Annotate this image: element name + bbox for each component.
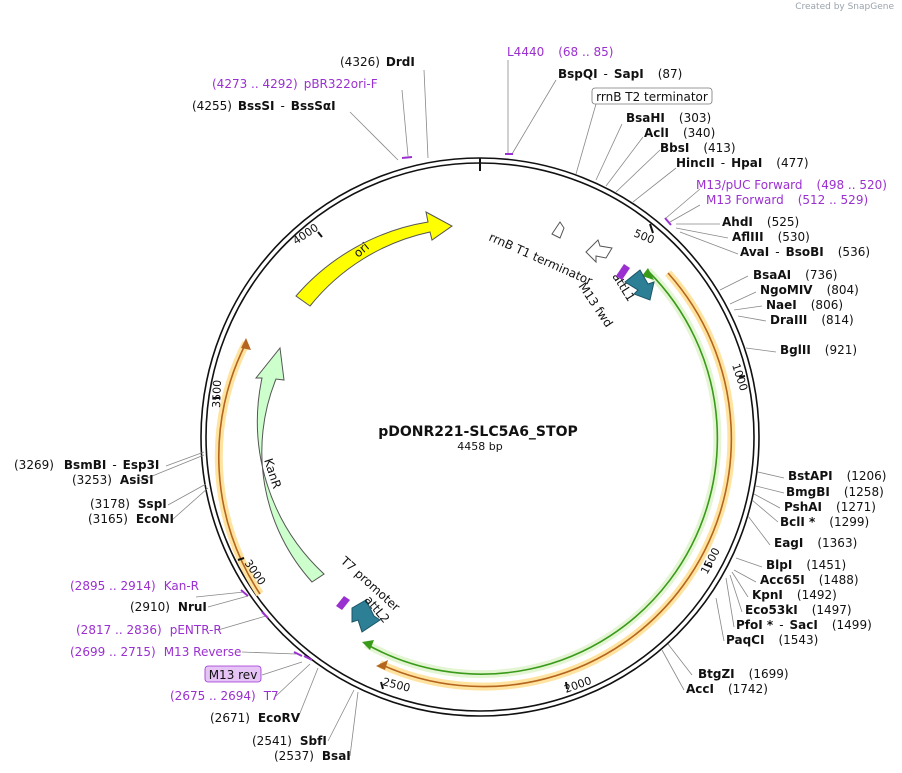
rrnbt1-label: rrnB T1 terminator	[487, 230, 595, 288]
enzyme-bsaai: BsaAI(736)	[753, 268, 837, 282]
enzyme-sspi: (3178)SspI	[90, 497, 167, 511]
primer-t7: (2675 .. 2694)T7	[170, 689, 279, 703]
enzyme-pfoi: PfoI *-SacI(1499)	[736, 618, 872, 632]
leader-lines	[139, 60, 785, 757]
enzyme-bstapi: BstAPI(1206)	[788, 469, 886, 483]
enzyme-ecorv: (2671)EcoRV	[210, 711, 301, 725]
orf-halo-inner	[364, 268, 722, 679]
enzyme-eagi: EagI(1363)	[774, 536, 857, 550]
enzyme-naei: NaeI(806)	[766, 298, 843, 312]
enzyme-bmgbi: BmgBI(1258)	[786, 485, 884, 499]
enzyme-paqci: PaqCI(1543)	[726, 633, 818, 647]
primer-m13-forward: M13 Forward(512 .. 529)	[706, 193, 868, 207]
left-orange-arc	[217, 342, 261, 595]
primer-l4440: L4440(68 .. 85)	[507, 45, 613, 59]
enzyme-bglii: BglII(921)	[780, 343, 857, 357]
enzyme-bspqi: BspQI-SapI(87)	[558, 67, 682, 81]
primer-m13puc-forward: M13/pUC Forward(498 .. 520)	[696, 178, 887, 192]
plasmid-length: 4458 bp	[457, 440, 502, 453]
primer-marks	[240, 153, 672, 661]
enzyme-bsai: (2537)BsaI	[274, 749, 351, 763]
enzyme-pshai: PshAI(1271)	[784, 500, 876, 514]
enzyme-bbsi: BbsI(413)	[660, 141, 736, 155]
enzyme-sbfi: (2541)SbfI	[252, 734, 327, 748]
enzyme-acci: AccI(1742)	[686, 682, 768, 696]
plasmid-name: pDONR221-SLC5A6_STOP	[378, 424, 577, 440]
tick-1000: 1000	[729, 362, 750, 393]
snapgene-watermark: Created by SnapGene	[795, 2, 894, 12]
left-orange-head	[241, 338, 251, 350]
enzyme-asisi: (3253)AsiSI	[72, 473, 154, 487]
orf-green-head	[642, 268, 654, 280]
tick-3500: 3500	[210, 380, 224, 408]
ticks	[213, 223, 746, 690]
attl1-feature	[624, 269, 655, 301]
enzyme-hincii: HincII-HpaI(477)	[676, 156, 809, 170]
enzyme-bsmbi: (3269)BsmBI-Esp3I	[14, 458, 159, 472]
enzyme-avai: AvaI-BsoBI(536)	[740, 245, 870, 259]
orf-orange-arc	[379, 272, 733, 688]
primer-m13-reverse: (2699 .. 2715)M13 Reverse	[70, 645, 241, 659]
enzyme-econi: (3165)EcoNI	[88, 512, 174, 526]
enzyme-btgzi: BtgZI(1699)	[698, 667, 789, 681]
rrnbt2-box	[591, 87, 713, 105]
enzyme-bsahi: BsaHI(303)	[626, 111, 711, 125]
enzyme-bsssi: (4255)BssSI-BssSαI	[192, 99, 336, 113]
enzyme-acc65i: Acc65I(1488)	[760, 573, 859, 587]
kanr-feature	[254, 346, 325, 583]
enzyme-eco53ki: Eco53kI(1497)	[745, 603, 852, 617]
primer-kan-r: (2895 .. 2914)Kan-R	[70, 579, 199, 593]
m13rev-label: M13 rev	[209, 668, 258, 682]
m13fwd-marker	[616, 264, 630, 280]
enzyme-nrui: (2910)NruI	[130, 600, 207, 614]
rrnbt2-feature	[551, 221, 565, 239]
m13rev-box	[204, 665, 262, 683]
rrnbt2-label: rrnB T2 terminator	[596, 90, 708, 104]
rrnbt1-feature	[585, 239, 613, 264]
enzyme-blpi: BlpI(1451)	[766, 558, 846, 572]
orf-orange-head	[376, 660, 388, 670]
m13fwd-label: M13 fwd	[576, 280, 616, 330]
t7-marker	[336, 596, 350, 610]
enzyme-kpni: KpnI(1492)	[752, 588, 837, 602]
primer-pbr322ori-f: (4273 .. 4292)pBR322ori-F	[212, 77, 378, 91]
enzyme-draiii: DraIII(814)	[770, 313, 854, 327]
enzyme-ahdi: AhdI(525)	[722, 215, 799, 229]
attl2-feature	[351, 599, 381, 633]
orf-green-tail-head	[362, 640, 374, 650]
enzyme-acli: AclI(340)	[644, 126, 715, 140]
ori-feature	[295, 211, 453, 307]
orf-halo-outer	[378, 270, 736, 691]
primer-pentr-r: (2817 .. 2836)pENTR-R	[76, 623, 222, 637]
enzyme-ngomiv: NgoMIV(804)	[760, 283, 859, 297]
orf-green-arc	[365, 270, 719, 675]
enzyme-bcli: BclI *(1299)	[780, 515, 869, 529]
enzyme-drdi: (4326)DrdI	[340, 55, 415, 69]
enzyme-afliii: AflIII(530)	[732, 230, 810, 244]
